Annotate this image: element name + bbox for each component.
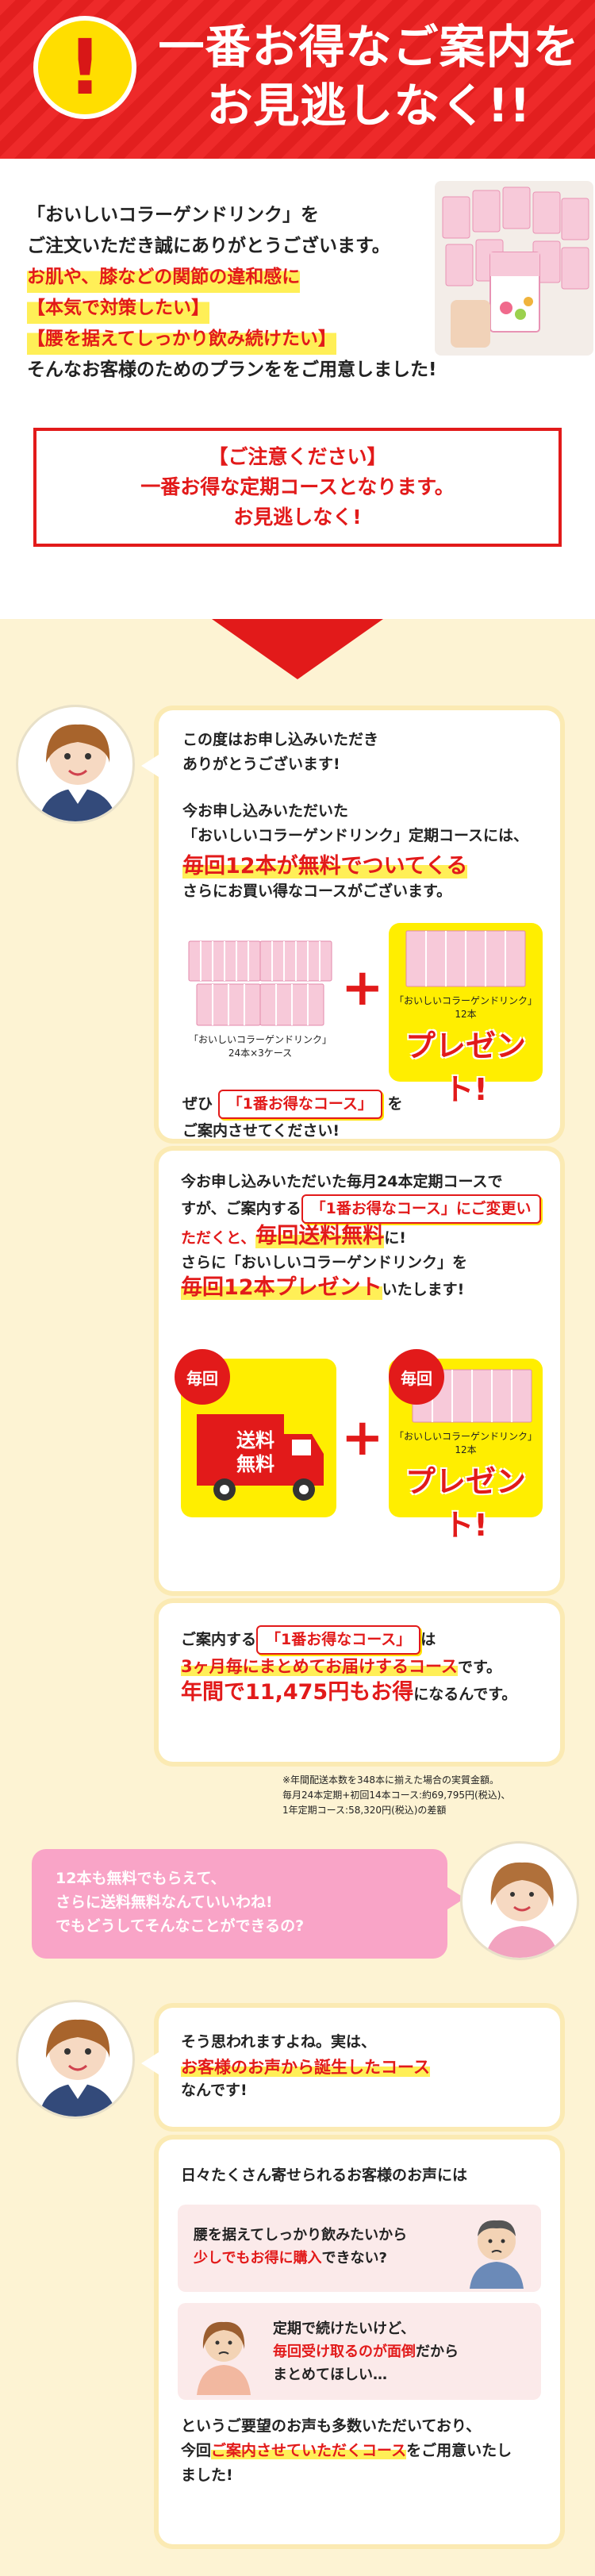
customer-voice-1: 腰を据えてしっかり飲みたいから 少しでもお得に購入できない? [178,2205,541,2292]
gift-card: 「おいしいコラーゲンドリンク」 12本 プレゼント! [389,923,543,1107]
best-course-label: 「1番お得なコース」 [217,1090,382,1119]
free-shipping-card: 送料 無料 [181,1359,336,1517]
every-time-badge: 毎回 [175,1349,230,1405]
down-arrow-icon [212,619,383,679]
staff-speech-bubble-5: 日々たくさん寄せられるお客様のお声には 腰を据えてしっかり飲みたいから 少しでも… [159,2140,560,2544]
best-course-label: 「1番お得なコース」にご変更い [301,1194,541,1224]
truck-icon [197,1414,324,1501]
present-label: プレゼント! [405,1464,526,1543]
gift-card: 「おいしいコラーゲンドリンク」 12本 プレゼント! [389,1359,543,1543]
staff-speech-bubble-4: そう思われますよね。実は、 お客様のお声から誕生したコース なんです! [141,2008,560,2127]
staff-avatar [16,2000,135,2119]
customer-speech-bubble: 12本も無料でもらえて、 さらに送料無料なんていいわね! でもどうしてそんなこと… [32,1849,465,1959]
staff-speech-bubble-3: ご案内する「1番お得なコース」は 3ヶ月毎にまとめてお届けするコースです。 年間… [159,1603,560,1762]
plus-icon: + [341,959,384,1017]
product-photo [435,181,593,356]
price-footnote: ※年間配送本数を348本に揃えた場合の実質金額。 毎月24本定期+初回14本コー… [282,1774,511,1816]
customer-voice-2: 定期で続けたいけど、 毎回受け取るのが面倒だから まとめてほしい… [178,2303,541,2400]
staff-speech-bubble-1: この度はお申し込みいただき ありがとうございます! 今お申し込みいただいた 「お… [141,710,560,1140]
intro-text: 「おいしいコラーゲンドリンク」を ご注文いただき誠にありがとうございます。 お肌… [27,205,437,380]
hero-title: 一番お得なご案内を お見逃しなく!! [158,20,580,133]
every-time-badge: 毎回 [389,1349,444,1405]
notice-box: 【ご注意ください】 一番お得な定期コースとなります。 お見逃しなく! [33,428,562,547]
best-course-label: 「1番お得なコース」 [256,1625,421,1655]
intro-section: 「おいしいコラーゲンドリンク」を ご注文いただき誠にありがとうございます。 お肌… [0,159,595,619]
hero-banner: ! 一番お得なご案内を お見逃しなく!! [0,0,595,159]
present-label: プレゼント! [405,1028,526,1107]
product-cases-image: 「おいしいコラーゲンドリンク」 24本×3ケース [181,936,340,1059]
staff-speech-bubble-2: 今お申し込みいただいた毎月24本定期コースで すが、ご案内する「1番お得なコース… [159,1151,560,1591]
product-boxes [442,186,589,290]
woman-avatar [186,2309,262,2395]
customer-avatar [460,1841,579,1960]
staff-avatar [16,705,135,824]
exclamation-icon: ! [33,16,136,119]
plus-icon: + [341,1409,384,1467]
man-avatar [459,2209,535,2289]
